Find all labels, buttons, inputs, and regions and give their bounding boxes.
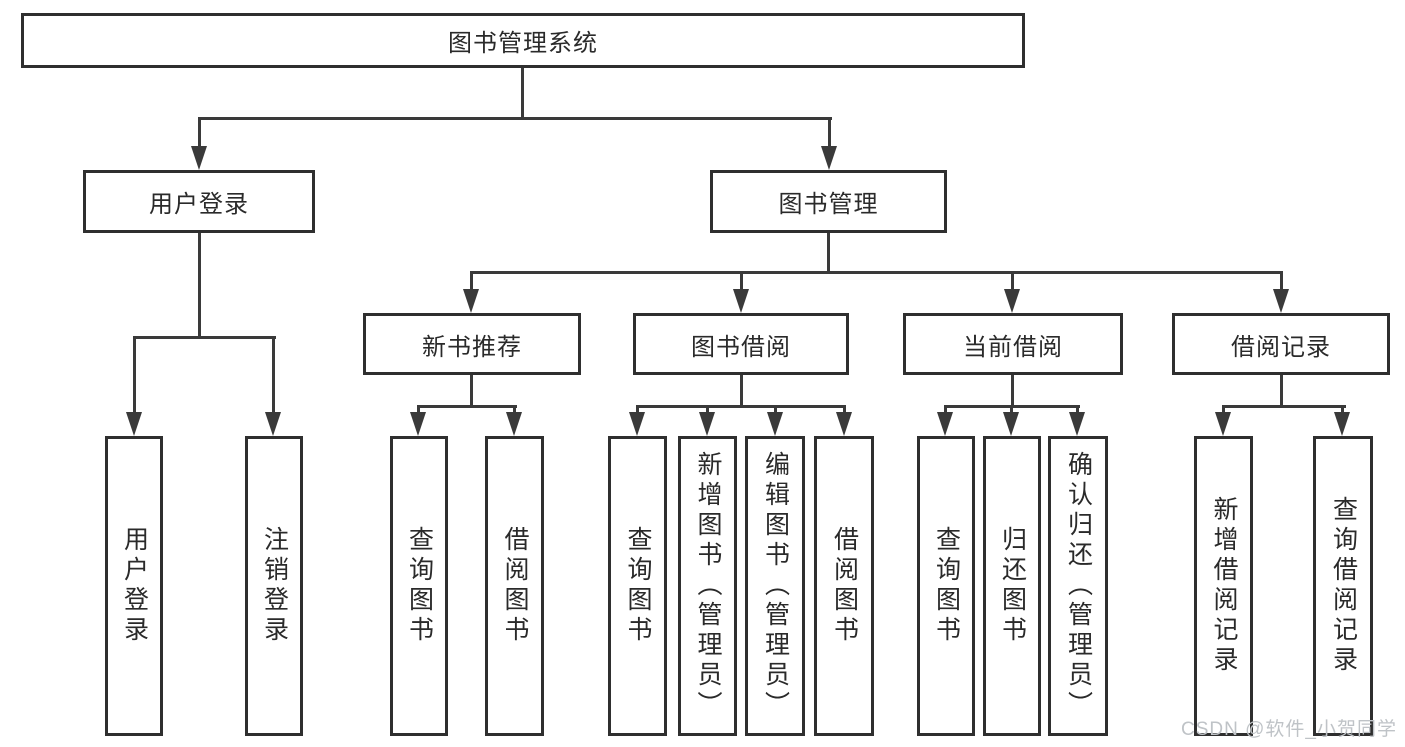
arrowhead-down-icon [937,412,953,436]
leaf-add-book-admin: 新增图书（管理员） [678,436,737,736]
connector-drop [636,405,639,417]
connector-drop [1011,271,1014,293]
connector-drop [1076,405,1079,417]
leaf-label: 查询图书 [405,526,434,646]
node-label: 新书推荐 [422,333,522,361]
connector-drop [774,405,777,417]
leaf-label: 借阅图书 [501,526,529,646]
node-root-label: 图书管理系统 [448,30,598,57]
leaf-label: 借阅图书 [830,526,859,646]
connector-stem [521,68,524,120]
connector-drop [417,405,420,417]
node-label: 当前借阅 [963,333,1063,361]
leaf-label: 编辑图书（管理员） [761,451,790,721]
leaf-logout: 注销登录 [245,436,303,736]
connector-drop [1341,405,1344,417]
arrowhead-down-icon [191,146,207,170]
arrowhead-down-icon [1003,412,1019,436]
arrowhead-down-icon [265,412,281,436]
leaf-label: 注销登录 [260,526,289,646]
arrowhead-down-icon [1334,412,1350,436]
leaf-label: 新增借阅记录 [1210,496,1238,676]
leaf-borrow-books-recommend: 借阅图书 [485,436,544,736]
arrowhead-down-icon [767,412,783,436]
leaf-return-book: 归还图书 [983,436,1041,736]
leaf-query-books-borrow: 查询图书 [608,436,667,736]
arrowhead-down-icon [699,412,715,436]
connector-bar [198,117,832,120]
arrowhead-down-icon [463,289,479,313]
connector-stem [470,375,473,408]
connector-drop [1222,405,1225,417]
node-label: 用户登录 [149,191,249,218]
node-book-borrow: 图书借阅 [633,313,849,375]
leaf-user-login: 用户登录 [105,436,163,736]
connector-drop [513,405,516,417]
leaf-label: 确认归还（管理员） [1064,451,1093,721]
node-borrow-records: 借阅记录 [1172,313,1390,375]
leaf-edit-book-admin: 编辑图书（管理员） [745,436,805,736]
arrowhead-down-icon [821,146,837,170]
connector-stem [827,233,830,274]
node-new-book-recommend: 新书推荐 [363,313,581,375]
connector-drop [198,117,201,151]
arrowhead-down-icon [126,412,142,436]
leaf-query-borrow-record: 查询借阅记录 [1313,436,1373,736]
node-label: 图书管理 [778,191,879,218]
watermark: CSDN @软件_小贺同学 [1181,719,1397,740]
connector-drop [133,336,136,414]
node-book-management: 图书管理 [710,170,947,233]
node-label: 借阅记录 [1231,333,1331,361]
connector-stem [1280,375,1283,408]
connector-bar [1222,405,1346,408]
arrowhead-down-icon [733,289,749,313]
leaf-label: 归还图书 [998,526,1027,646]
connector-stem [1011,375,1014,408]
arrowhead-down-icon [410,412,426,436]
leaf-query-books-recommend: 查询图书 [390,436,448,736]
connector-stem [198,233,201,339]
leaf-label: 查询图书 [624,526,652,646]
arrowhead-down-icon [836,412,852,436]
connector-drop [843,405,846,417]
leaf-label: 新增图书（管理员） [694,451,722,721]
arrowhead-down-icon [1215,412,1231,436]
connector-bar [636,405,846,408]
leaf-query-books-current: 查询图书 [917,436,975,736]
leaf-label: 查询图书 [932,526,961,646]
leaf-confirm-return-admin: 确认归还（管理员） [1048,436,1108,736]
node-label: 图书借阅 [691,333,791,361]
connector-drop [944,405,947,417]
connector-drop [828,117,831,151]
arrowhead-down-icon [1004,289,1020,313]
node-current-borrow: 当前借阅 [903,313,1123,375]
arrowhead-down-icon [1069,412,1085,436]
node-user-login: 用户登录 [83,170,315,233]
connector-drop [706,405,709,417]
connector-drop [272,336,275,414]
connector-bar [471,271,1283,274]
leaf-borrow-books: 借阅图书 [814,436,874,736]
arrowhead-down-icon [1273,289,1289,313]
node-root: 图书管理系统 [21,13,1025,68]
connector-bar [417,405,517,408]
connector-drop [1010,405,1013,417]
connector-drop [470,271,473,293]
leaf-label: 用户登录 [120,526,149,646]
leaf-label: 查询借阅记录 [1329,496,1358,676]
connector-drop [1280,271,1283,293]
connector-stem [740,375,743,408]
arrowhead-down-icon [506,412,522,436]
arrowhead-down-icon [629,412,645,436]
connector-bar [133,336,276,339]
leaf-add-borrow-record: 新增借阅记录 [1194,436,1253,736]
connector-drop [740,271,743,293]
